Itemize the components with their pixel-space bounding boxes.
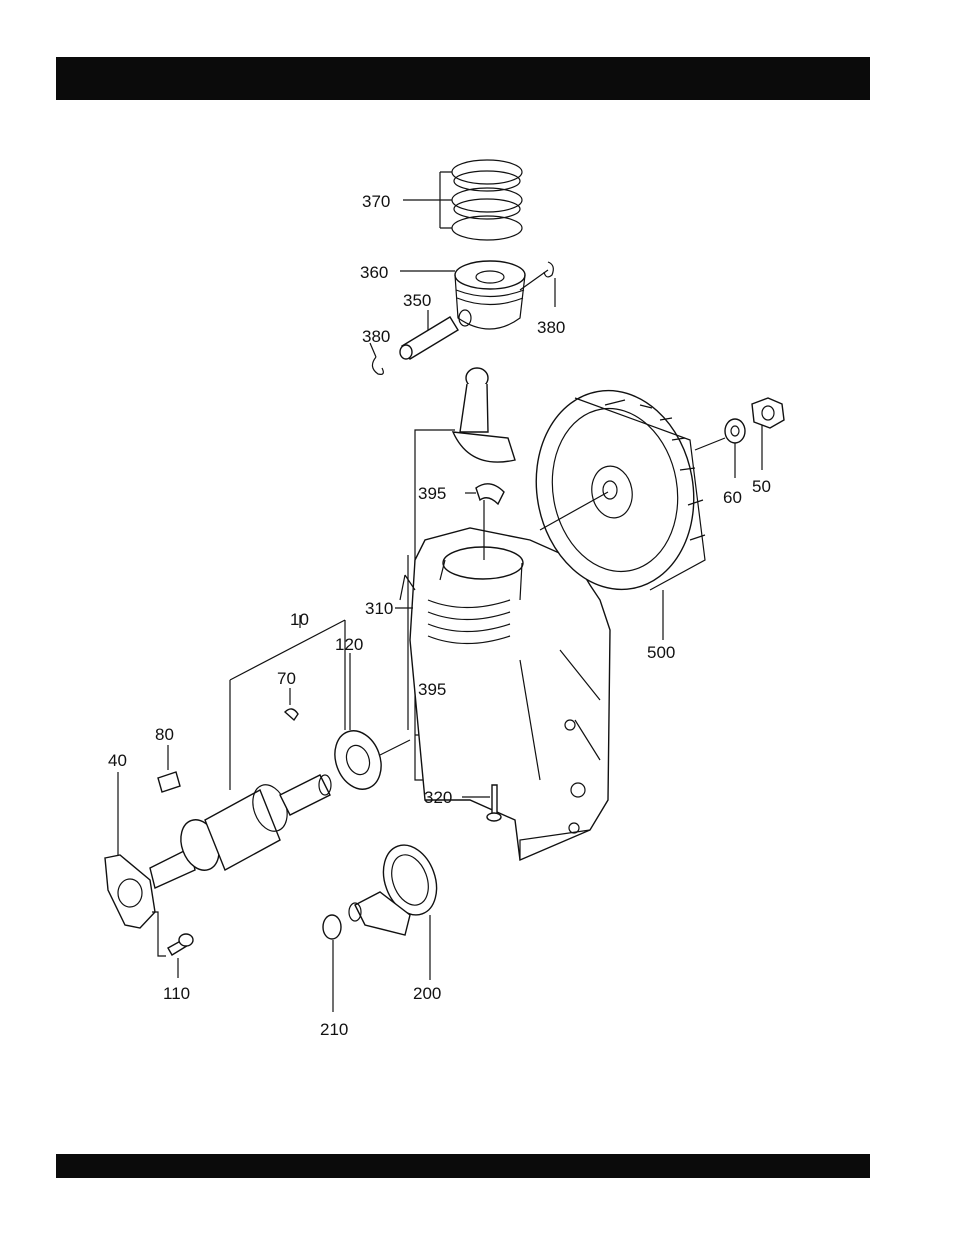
key-70: [285, 709, 298, 720]
part-label-110: 110: [163, 984, 190, 1003]
part-label-80: 80: [155, 725, 174, 744]
bearing-shell-upper: [476, 484, 504, 504]
part-label-350: 350: [403, 291, 431, 310]
part-label-10: 10: [290, 610, 309, 629]
part-label-40: 40: [108, 751, 127, 770]
piston-pin: [400, 317, 458, 359]
part-label-200: 200: [413, 984, 441, 1003]
part-label-360: 360: [360, 263, 388, 282]
part-label-320: 320: [424, 788, 452, 807]
piston: [455, 261, 525, 329]
washer-60: [725, 419, 745, 443]
gasket-40: [105, 855, 155, 928]
part-label-380-left: 380: [362, 327, 390, 346]
snap-ring-left: [372, 357, 383, 374]
nut-50: [752, 398, 784, 428]
part-label-310: 310: [365, 599, 393, 618]
part-label-395-upper: 395: [418, 484, 446, 503]
piston-rings: [452, 160, 522, 240]
part-label-70: 70: [277, 669, 296, 688]
bolt-110: [168, 934, 193, 955]
crankshaft: [150, 775, 331, 888]
part-label-210: 210: [320, 1020, 348, 1039]
key-80: [158, 772, 180, 792]
part-label-60: 60: [723, 488, 742, 507]
part-label-120: 120: [335, 635, 363, 654]
connecting-rod: [453, 368, 515, 462]
ring-210: [323, 915, 341, 939]
part-label-370: 370: [362, 192, 390, 211]
bearing-120: [327, 724, 389, 795]
snap-ring-right: [544, 262, 553, 277]
cam-gear: [349, 838, 446, 935]
part-label-395-lower: 395: [418, 680, 446, 699]
part-label-380-right: 380: [537, 318, 565, 337]
part-label-50: 50: [752, 477, 771, 496]
part-label-500: 500: [647, 643, 675, 662]
